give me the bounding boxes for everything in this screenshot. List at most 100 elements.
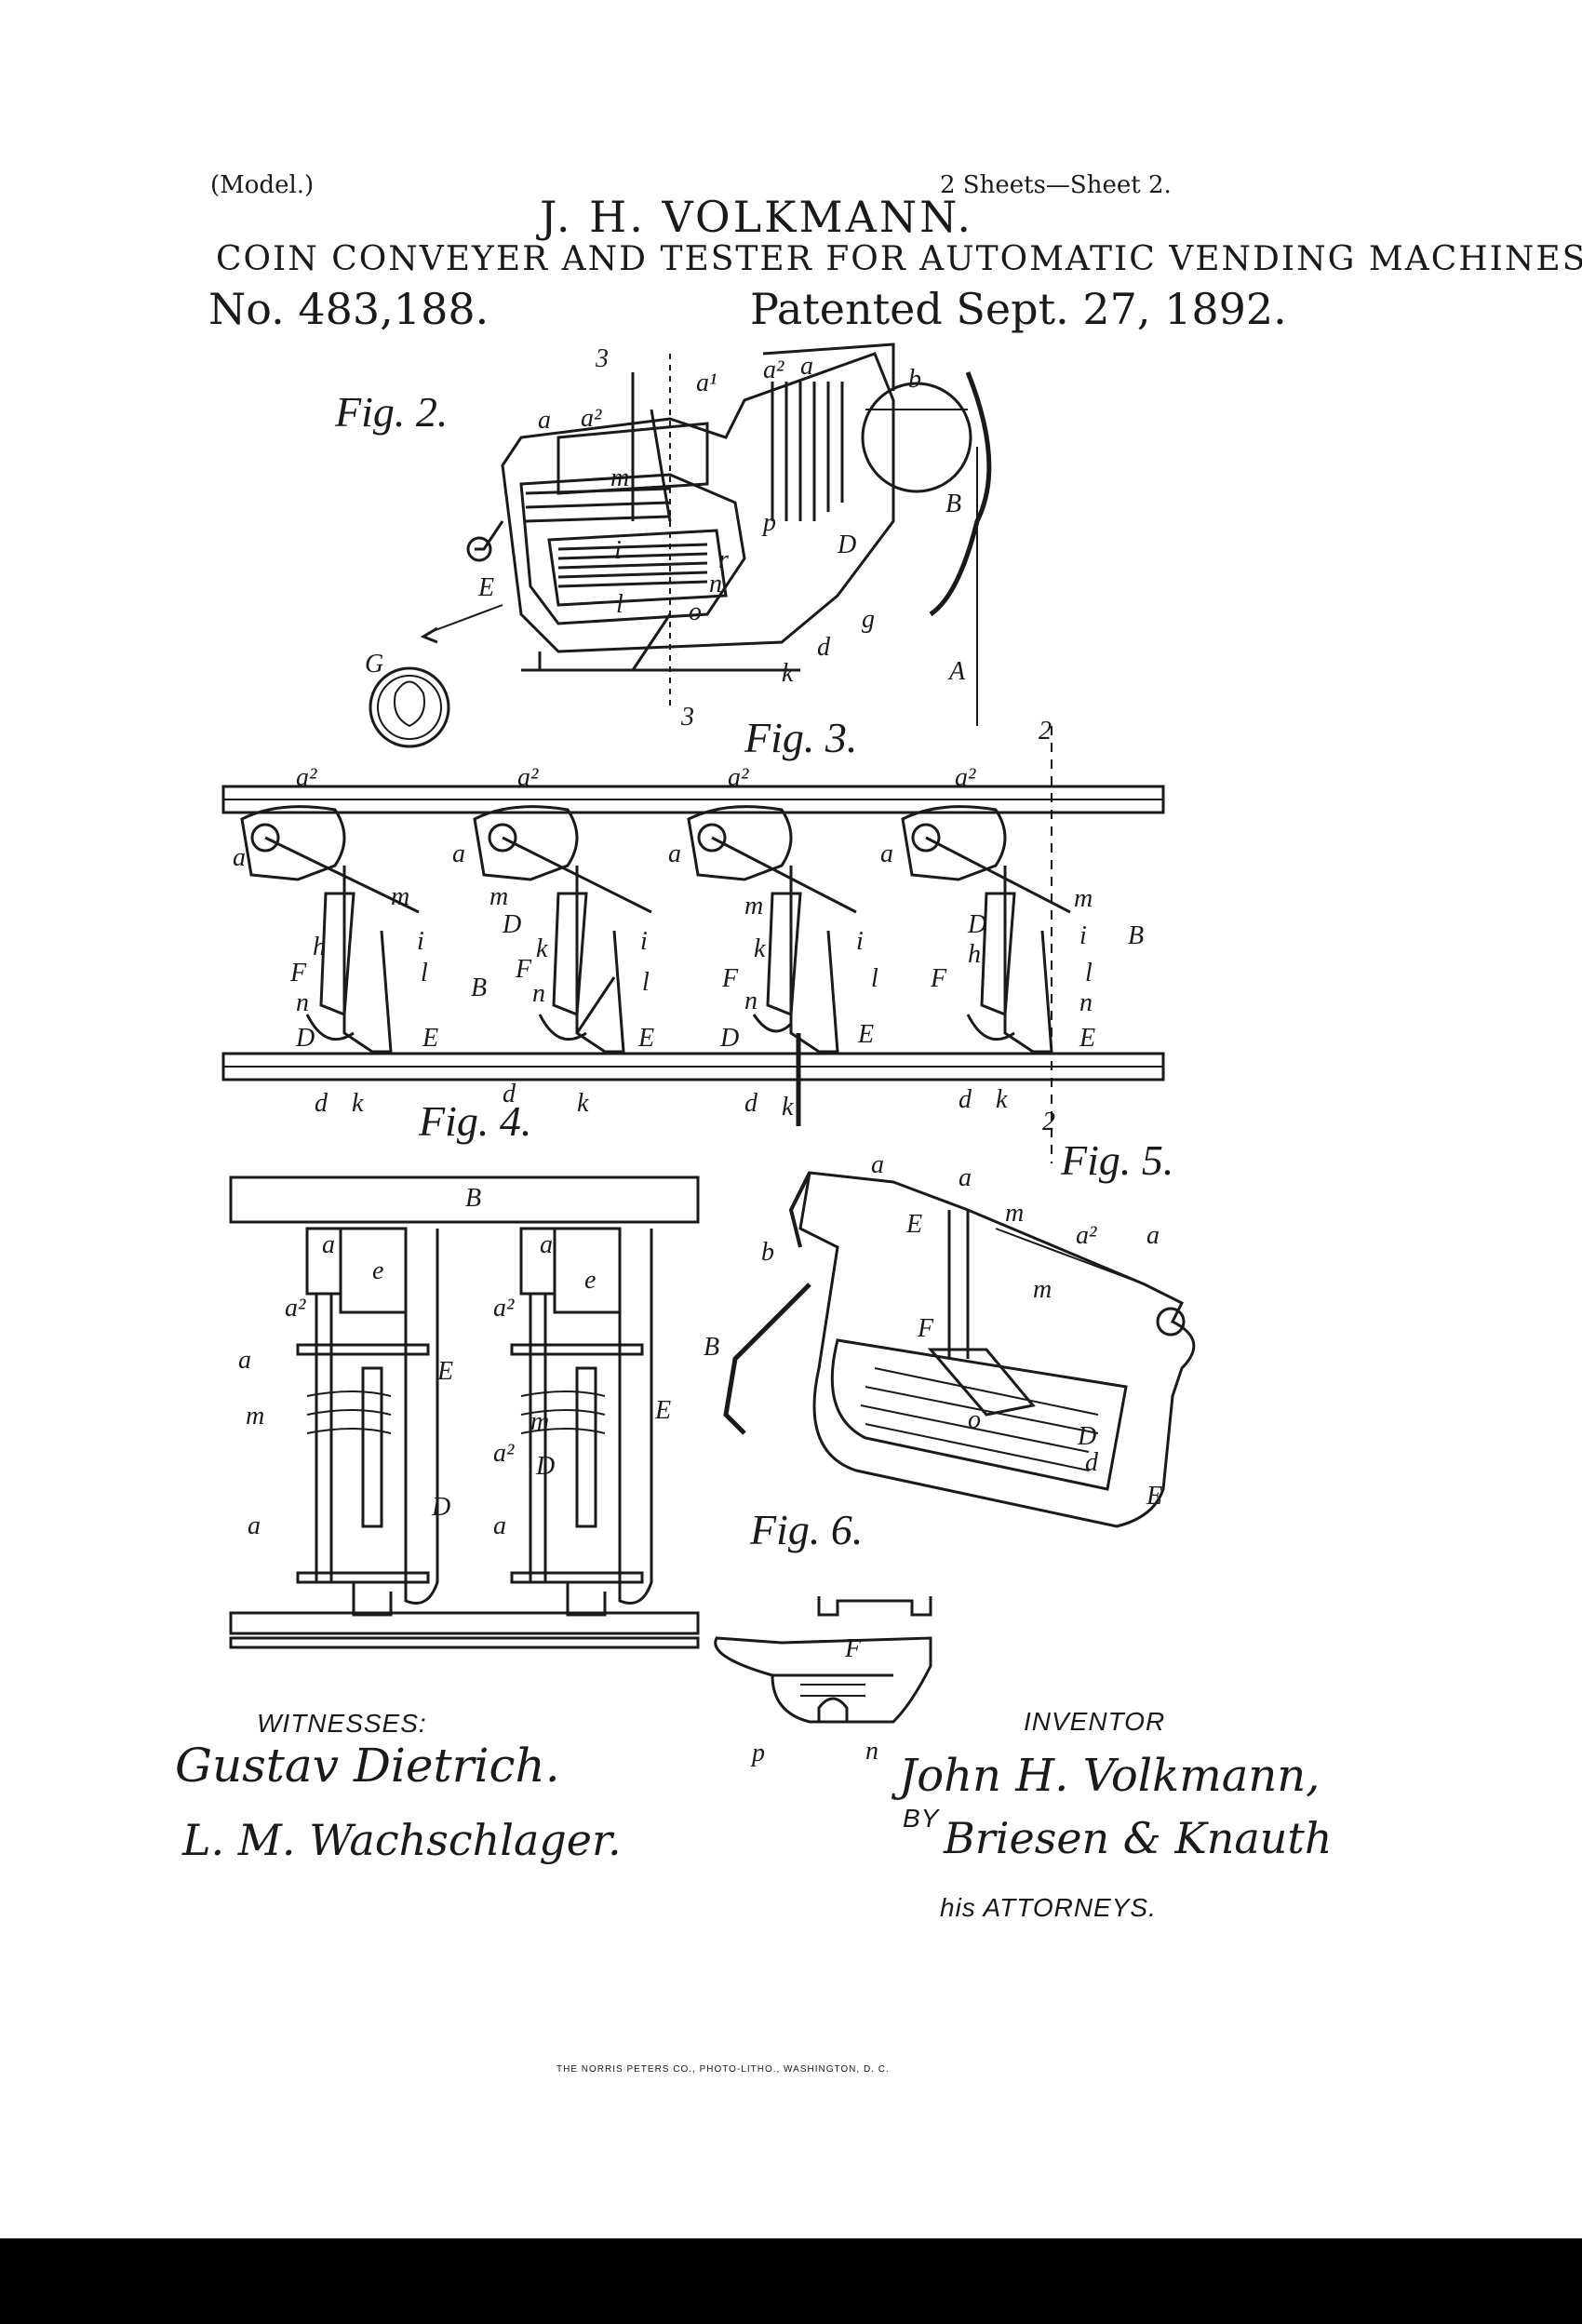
ref-label: E bbox=[437, 1357, 454, 1386]
ref-label: p bbox=[752, 1739, 765, 1767]
ref-label: m bbox=[1074, 884, 1093, 913]
ref-label: i bbox=[640, 927, 648, 956]
ref-label: k bbox=[536, 934, 548, 963]
ref-label: D bbox=[536, 1452, 556, 1481]
ref-label: E bbox=[478, 573, 495, 602]
ref-label: k bbox=[782, 1093, 794, 1122]
ref-label: d bbox=[817, 633, 830, 662]
ref-label: m bbox=[1033, 1275, 1052, 1304]
inventor-name-heading: J. H. VOLKMANN. bbox=[540, 192, 974, 242]
ref-label: B bbox=[1128, 921, 1145, 950]
attorneys-signature: Briesen & Knauth bbox=[944, 1813, 1333, 1863]
ref-label: D bbox=[720, 1024, 740, 1053]
ref-label: a² bbox=[493, 1294, 515, 1323]
ref-label: k bbox=[352, 1089, 364, 1118]
ref-label: 3 bbox=[681, 703, 694, 732]
ref-label: n bbox=[532, 979, 545, 1008]
ref-label: o bbox=[968, 1405, 981, 1434]
ref-label: F bbox=[931, 964, 947, 993]
ref-label: a² bbox=[296, 763, 317, 792]
ref-label: i bbox=[614, 536, 622, 565]
fig5-drawing bbox=[723, 1171, 1196, 1528]
ref-label: 2 bbox=[1039, 717, 1052, 746]
ref-label: a bbox=[871, 1150, 884, 1179]
ref-label: E bbox=[858, 1020, 875, 1049]
ref-label: i bbox=[856, 927, 864, 956]
ref-label: a² bbox=[763, 356, 784, 384]
ref-label: F bbox=[918, 1314, 934, 1343]
ref-label: k bbox=[754, 934, 766, 963]
ref-label: l bbox=[421, 959, 428, 987]
ref-label: a² bbox=[517, 763, 539, 792]
ref-label: d bbox=[744, 1089, 757, 1118]
fig3-label: Fig. 3. bbox=[744, 714, 858, 761]
ref-label: E bbox=[422, 1024, 439, 1053]
ref-label: a bbox=[1146, 1221, 1160, 1250]
ref-label: n bbox=[296, 988, 309, 1017]
patent-title: COIN CONVEYER AND TESTER FOR AUTOMATIC V… bbox=[216, 240, 1582, 278]
ref-label: h bbox=[313, 933, 326, 961]
ref-label: o bbox=[689, 598, 702, 626]
ref-label: D bbox=[1078, 1422, 1097, 1451]
ref-label: d bbox=[1085, 1448, 1098, 1477]
ref-label: a² bbox=[581, 404, 602, 433]
ref-label: m bbox=[530, 1407, 550, 1436]
ref-label: a² bbox=[1076, 1221, 1097, 1250]
fig5-label: Fig. 5. bbox=[1061, 1136, 1174, 1184]
by-label: BY bbox=[903, 1804, 940, 1833]
ref-label: i bbox=[417, 927, 424, 956]
ref-label: D bbox=[968, 910, 987, 939]
ref-label: r bbox=[718, 545, 729, 574]
ref-label: h bbox=[968, 940, 981, 969]
attorneys-label: his ATTORNEYS. bbox=[940, 1893, 1157, 1922]
fig4-label: Fig. 4. bbox=[419, 1097, 532, 1145]
ref-label: F bbox=[516, 955, 532, 984]
ref-label: D bbox=[503, 910, 522, 939]
ref-label: a bbox=[238, 1346, 251, 1375]
ref-label: n bbox=[709, 570, 722, 598]
ref-label: F bbox=[845, 1634, 862, 1663]
ref-label: B bbox=[704, 1333, 720, 1362]
ref-label: a² bbox=[493, 1439, 515, 1468]
ref-label: m bbox=[246, 1402, 265, 1431]
ref-label: a bbox=[233, 843, 246, 872]
ref-label: D bbox=[296, 1024, 315, 1053]
fig2-label: Fig. 2. bbox=[335, 388, 449, 436]
witness-signature-2: L. M. Wachschlager. bbox=[182, 1815, 622, 1865]
ref-label: m bbox=[1005, 1199, 1025, 1228]
ref-label: a bbox=[538, 406, 551, 435]
ref-label: l bbox=[616, 590, 623, 619]
ref-label: B bbox=[945, 490, 962, 518]
ref-label: a bbox=[668, 840, 681, 868]
ref-label: a² bbox=[955, 763, 976, 792]
ref-label: E bbox=[655, 1396, 672, 1425]
model-label: (Model.) bbox=[210, 171, 315, 199]
printer-credit: THE NORRIS PETERS CO., PHOTO-LITHO., WAS… bbox=[556, 2064, 890, 2075]
ref-label: D bbox=[432, 1493, 451, 1522]
ref-label: k bbox=[577, 1089, 589, 1118]
ref-label: d bbox=[959, 1085, 972, 1114]
inventor-signature: John H. Volkmann, bbox=[899, 1750, 1321, 1802]
ref-label: l bbox=[871, 964, 878, 993]
ref-label: B bbox=[471, 974, 488, 1002]
sheet-number: 2 Sheets—Sheet 2. bbox=[940, 171, 1172, 199]
ref-label: b bbox=[761, 1238, 774, 1267]
patent-date: Patented Sept. 27, 1892. bbox=[750, 284, 1287, 334]
ref-label: d bbox=[503, 1080, 516, 1108]
ref-label: a² bbox=[728, 763, 749, 792]
ref-label: k bbox=[782, 659, 794, 688]
fig4-drawing bbox=[229, 1175, 700, 1649]
ref-label: a bbox=[322, 1230, 335, 1259]
ref-label: F bbox=[290, 959, 307, 987]
ref-label: e bbox=[372, 1256, 384, 1285]
ref-label: n bbox=[1079, 988, 1093, 1017]
ref-label: m bbox=[610, 463, 630, 492]
ref-label: a bbox=[880, 840, 893, 868]
ref-label: a bbox=[800, 352, 813, 381]
ref-label: 3 bbox=[596, 344, 609, 373]
ref-label: m bbox=[391, 882, 410, 911]
ref-label: B bbox=[465, 1184, 482, 1213]
ref-label: l bbox=[1085, 959, 1093, 987]
ref-label: n bbox=[744, 987, 757, 1015]
